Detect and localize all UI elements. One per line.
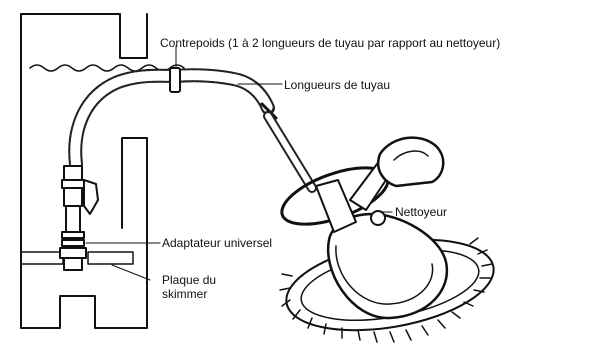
skimmer-housing xyxy=(21,14,184,328)
corrugated-hose xyxy=(75,68,276,164)
hose-lengths-label: Longueurs de tuyau xyxy=(284,78,390,92)
cleaner-tube xyxy=(268,116,312,188)
universal-adapter-label: Adaptateur universel xyxy=(162,236,272,250)
cleaner-body xyxy=(275,138,501,345)
cleaner-label: Nettoyeur xyxy=(395,205,447,219)
skimmer-plate-label: Plaque du skimmer xyxy=(162,273,252,301)
universal-adapter-assembly xyxy=(60,166,98,270)
counterweight-label: Contrepoids (1 à 2 longueurs de tuyau pa… xyxy=(160,36,500,50)
